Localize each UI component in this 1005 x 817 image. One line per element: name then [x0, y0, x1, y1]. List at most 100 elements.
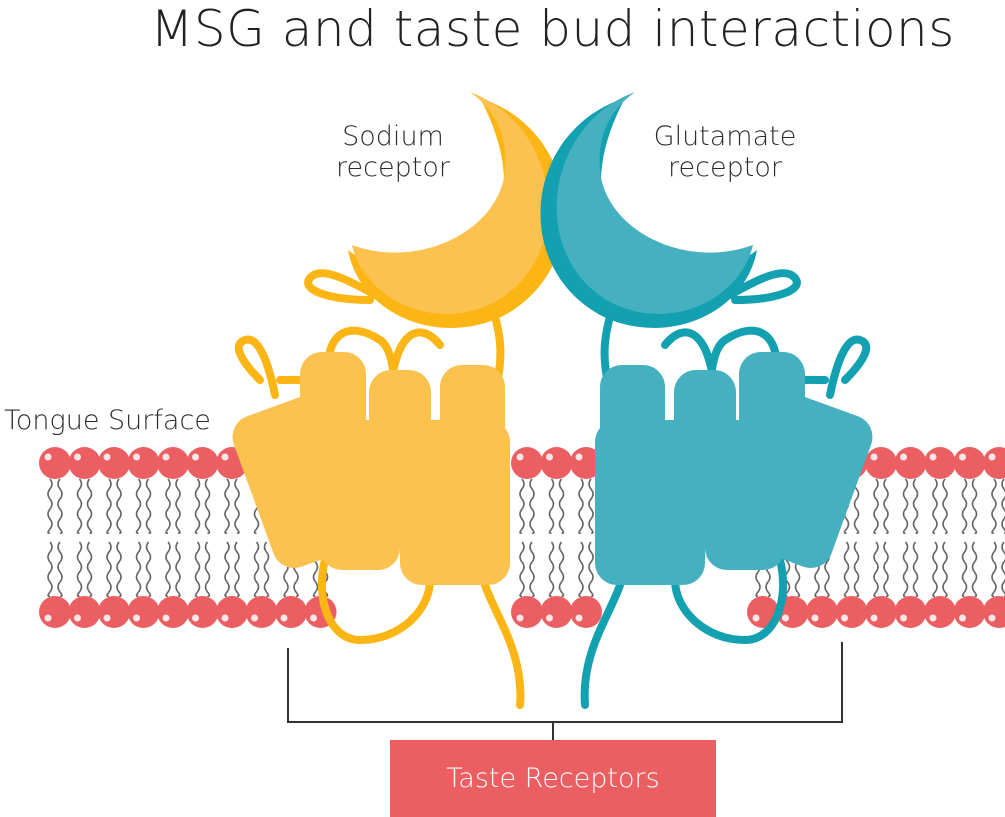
lipid-tail [588, 541, 594, 597]
lipid-head-highlight [870, 453, 878, 461]
lipid-tail [942, 541, 948, 597]
lipid-tail [175, 478, 181, 534]
lipid-tail [902, 541, 909, 597]
lipid-tail [204, 541, 211, 597]
lipid-tail [165, 478, 171, 534]
glutamate-helix-6 [595, 420, 705, 585]
lipid-tail [263, 541, 270, 597]
lipid-tail [86, 541, 93, 597]
lipid-head [39, 447, 71, 479]
lipid-tail [194, 478, 201, 534]
lipid-head [186, 596, 219, 628]
lipid-head [865, 596, 897, 628]
receptor-bracket [287, 642, 843, 740]
lipid-head-highlight [959, 614, 966, 622]
lipid-head-highlight [103, 453, 111, 461]
lipid-head-highlight [841, 614, 848, 622]
lipid-head [806, 596, 838, 628]
lipid-tail [971, 478, 978, 534]
lipid-tail [135, 478, 142, 534]
sodium-receptor-label: Sodium receptor [318, 121, 468, 183]
glutamate-receptor-label: Glutamate receptor [640, 121, 810, 183]
lipid-head-highlight [74, 614, 81, 622]
lipid-tail [991, 478, 997, 534]
lipid-tail [47, 541, 53, 597]
lipid-tail [165, 541, 171, 597]
lipid-tail [873, 478, 879, 534]
lipid-tail [194, 541, 201, 597]
lipid-head-highlight [929, 614, 937, 622]
lipid-tail [853, 541, 860, 597]
lipid-tail [853, 478, 860, 534]
lipid-tail [961, 541, 968, 597]
lipid-head-highlight [988, 453, 996, 461]
lipid-tail [932, 541, 938, 597]
lipid-head-highlight [103, 614, 111, 622]
lipid-head [540, 596, 573, 628]
lipid-tail [204, 478, 211, 534]
lipid-tail [548, 541, 555, 597]
tongue-surface-label: Tongue Surface [4, 405, 211, 436]
lipid-head [511, 596, 543, 628]
lipid-head-highlight [752, 614, 760, 622]
lipid-tail [234, 478, 240, 534]
lipid-tail [843, 541, 850, 597]
diagram-title: MSG and taste bud interactions [150, 0, 955, 58]
lipid-head [894, 447, 927, 479]
lipid-tail [47, 478, 53, 534]
lipid-head [894, 596, 927, 628]
lipid-tail [558, 478, 565, 534]
lipid-tail [145, 541, 152, 597]
lipid-head [511, 447, 543, 479]
lipid-head-highlight [221, 453, 229, 461]
lipid-head [98, 447, 130, 479]
glutamate-label-line1: Glutamate [653, 121, 797, 152]
lipid-tail [971, 541, 978, 597]
lipid-tail [588, 478, 594, 534]
lipid-tail [902, 478, 909, 534]
lipid-head-highlight [162, 453, 170, 461]
lipid-tail [548, 478, 555, 534]
lipid-head [570, 596, 602, 628]
lipid-head-highlight [900, 453, 907, 461]
lipid-tail [578, 478, 584, 534]
lipid-tail [116, 478, 122, 534]
lipid-tail [135, 541, 142, 597]
lipid-head-highlight [74, 453, 81, 461]
lipid-head-highlight [221, 614, 229, 622]
lipid-head [924, 596, 956, 628]
lipid-head-highlight [310, 614, 317, 622]
glutamate-loop-bottom [671, 556, 788, 645]
lipid-head [983, 447, 1005, 479]
lipid-head-highlight [959, 453, 966, 461]
lipid-tail [57, 478, 63, 534]
lipid-head-highlight [133, 453, 140, 461]
lipid-head-highlight [782, 614, 789, 622]
lipid-tail [253, 541, 260, 597]
lipid-tail [883, 478, 889, 534]
glutamate-label-line2: receptor [668, 152, 782, 183]
lipid-head [68, 596, 101, 628]
lipid-head [186, 447, 219, 479]
lipid-tail [145, 478, 152, 534]
lipid-tail [1001, 478, 1005, 534]
lipid-head [835, 596, 868, 628]
lipid-tail [175, 541, 181, 597]
lipid-tail [942, 478, 948, 534]
lipid-head [275, 596, 307, 628]
sodium-helix-6 [400, 420, 510, 585]
lipid-head-highlight [988, 614, 996, 622]
lipid-head [127, 447, 160, 479]
lipid-head-highlight [575, 614, 583, 622]
lipid-tail [519, 541, 525, 597]
lipid-tail [106, 541, 112, 597]
sodium-loop-left [304, 269, 379, 304]
glutamate-crescent [556, 92, 753, 314]
taste-receptors-box: Taste Receptors [390, 740, 716, 817]
lipid-head-highlight [575, 453, 583, 461]
lipid-head [540, 447, 573, 479]
lipid-tail [224, 541, 230, 597]
lipid-tail [1001, 541, 1005, 597]
glutamate-helix-5 [705, 420, 785, 570]
lipid-tail [76, 478, 83, 534]
